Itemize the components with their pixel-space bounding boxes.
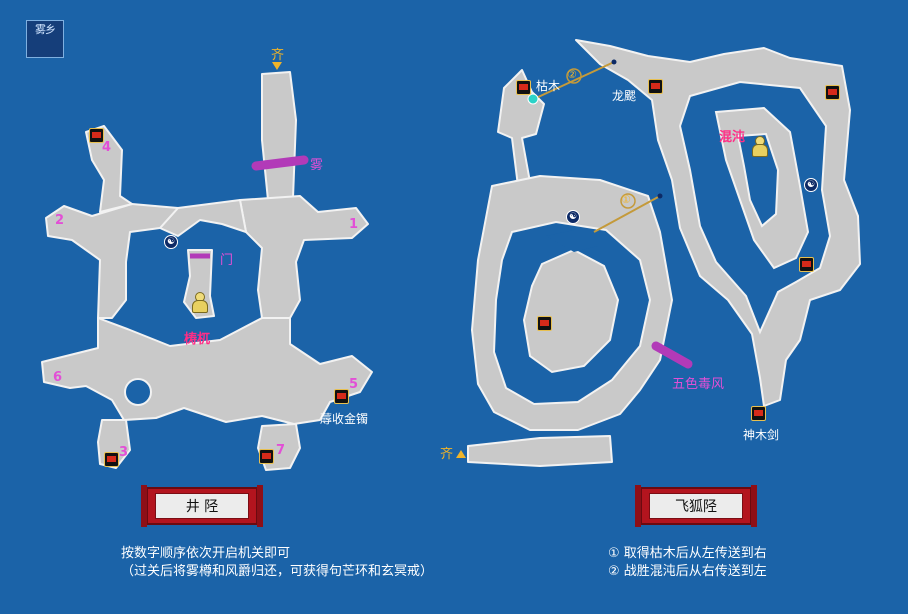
shenmu-sword-label: 神木剑 xyxy=(743,428,780,442)
boss-icon xyxy=(750,136,768,157)
switch-2: 2 xyxy=(55,213,65,228)
switch-6: 6 xyxy=(53,370,63,385)
teleport-line-2 xyxy=(535,61,615,99)
fog-label: 雾 xyxy=(310,158,324,173)
teleport-end-2 xyxy=(611,59,617,65)
switch-7: 7 xyxy=(276,443,286,458)
chest-icon[interactable] xyxy=(259,449,274,464)
note-left-2: （过关后将雾樽和风爵归还，可获得句芒环和玄冥戒） xyxy=(121,564,434,579)
note-right-2: ② 战胜混沌后从右传送到左 xyxy=(608,564,767,579)
well-map-name: 井 陉 xyxy=(155,493,249,519)
door-label: 门 xyxy=(220,253,234,268)
switch-4: 4 xyxy=(102,140,112,155)
teleport-1-label: ① xyxy=(621,193,631,206)
yinyang-icon: ☯ xyxy=(804,178,818,192)
taowu-boss-label: 梼杌 xyxy=(184,332,211,347)
entrance-arrow-icon xyxy=(272,62,282,70)
well-entrance-label: 齐 xyxy=(271,48,285,63)
teleport-end-1 xyxy=(657,193,663,199)
switch-5: 5 xyxy=(349,377,359,392)
chest-icon[interactable] xyxy=(334,389,349,404)
teleport-marker-1 xyxy=(620,193,636,209)
chest-icon[interactable] xyxy=(89,128,104,143)
well-map-nameplate: 井 陉 xyxy=(141,485,263,527)
teleport-2-label: ② xyxy=(567,68,577,81)
spiral-notch xyxy=(546,230,598,252)
site-logo: 雾乡 xyxy=(26,20,64,58)
poison-wind-barrier xyxy=(651,341,693,369)
loop-hole xyxy=(124,378,152,406)
chest-icon[interactable] xyxy=(104,452,119,467)
fog-barrier xyxy=(251,155,309,171)
switch-1: 1 xyxy=(349,217,359,232)
yinyang-icon: ☯ xyxy=(566,210,580,224)
rushou-bracelet-label: 蓐收金镯 xyxy=(320,412,369,426)
fox-map-nameplate: 飞狐陉 xyxy=(635,485,757,527)
note-left-1: 按数字顺序依次开启机关即可 xyxy=(121,546,291,561)
chest-icon[interactable] xyxy=(825,85,840,100)
longqi-label: 龙颸 xyxy=(612,89,637,103)
note-right-1: ① 取得枯木后从左传送到右 xyxy=(608,546,767,561)
switch-3: 3 xyxy=(119,445,129,460)
hundun-boss-label: 混沌 xyxy=(719,130,746,145)
chest-icon[interactable] xyxy=(799,257,814,272)
yinyang-icon: ☯ xyxy=(164,235,178,249)
fox-entrance-label: 齐 xyxy=(440,447,454,462)
spiral-core xyxy=(522,248,620,374)
teleport-icon xyxy=(527,93,539,105)
fox-map-name: 飞狐陉 xyxy=(649,493,743,519)
island-lake xyxy=(736,132,780,228)
chest-icon[interactable] xyxy=(648,79,663,94)
entrance-arrow-right-icon xyxy=(456,450,466,458)
teleport-marker-2 xyxy=(566,68,582,84)
boss-icon xyxy=(190,292,208,313)
chest-icon[interactable] xyxy=(751,406,766,421)
kumu-label: 枯木 xyxy=(536,79,561,93)
chest-icon[interactable] xyxy=(516,80,531,95)
teleport-line-1 xyxy=(593,195,661,233)
chest-icon[interactable] xyxy=(537,316,552,331)
poison-wind-label: 五色毒风 xyxy=(672,377,725,392)
